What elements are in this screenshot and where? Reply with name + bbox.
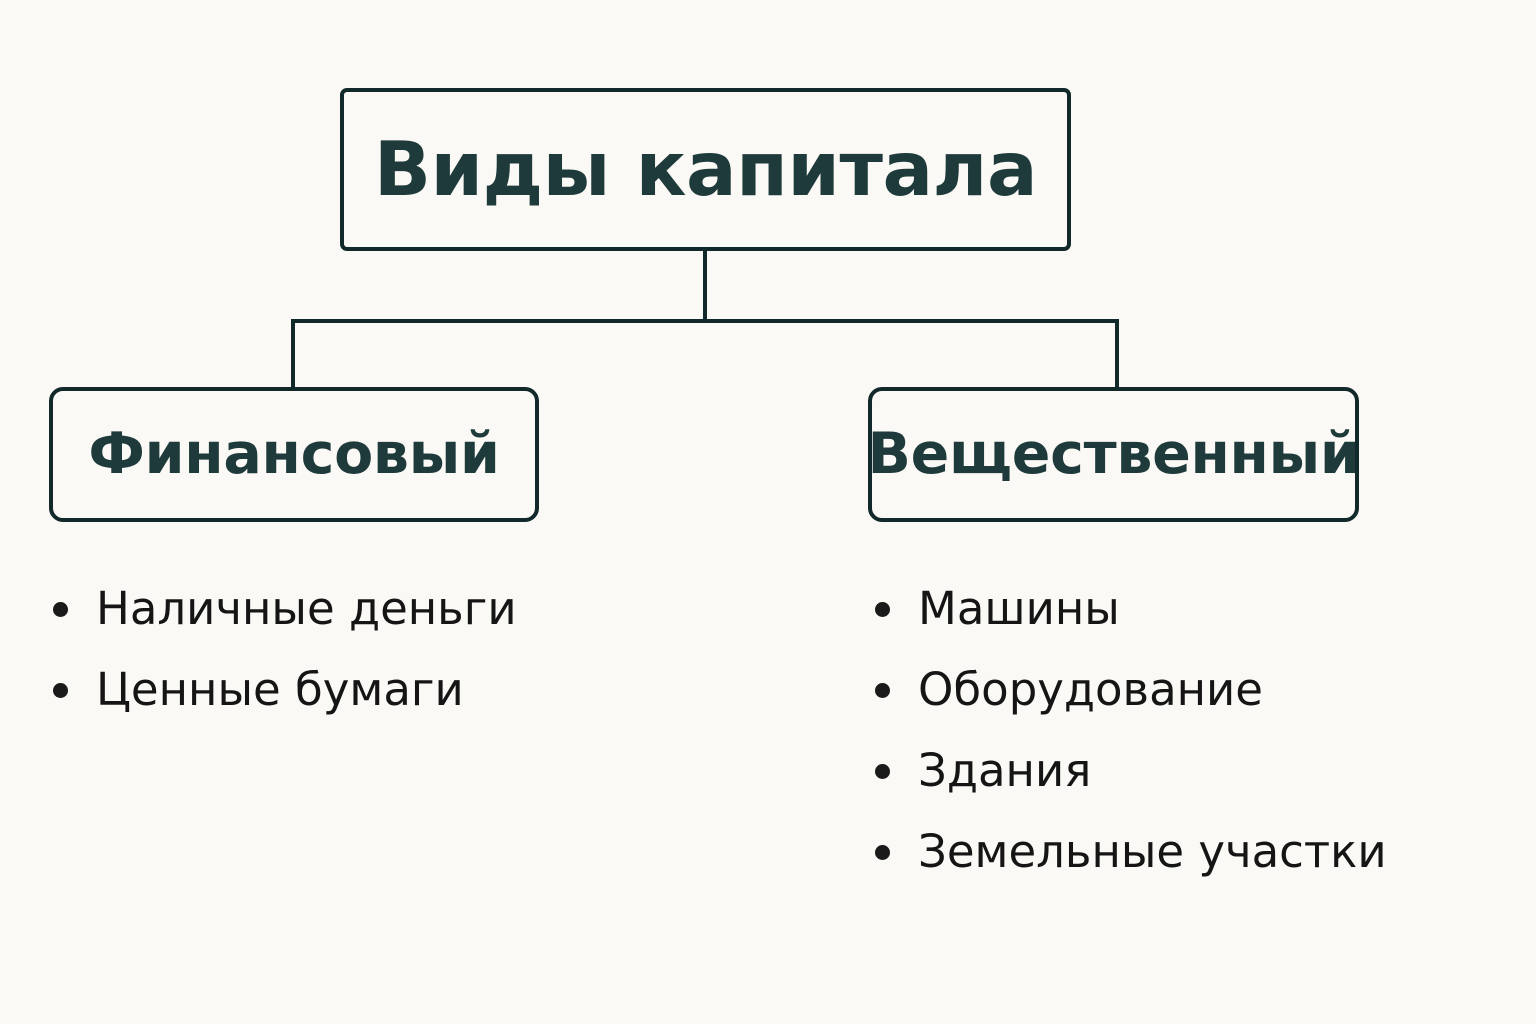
- list-item: Ценные бумаги: [44, 663, 604, 716]
- list-item-label: Наличные деньги: [96, 582, 517, 635]
- bullet-list-material: Машины Оборудование Здания Земельные уча…: [866, 582, 1486, 906]
- bullet-dot-icon: [875, 683, 890, 699]
- bullet-dot-icon: [875, 602, 890, 617]
- bullet-dot-icon: [53, 602, 68, 617]
- list-item-label: Здания: [918, 744, 1092, 798]
- list-item: Оборудование: [866, 663, 1486, 716]
- list-item: Земельные участки: [866, 825, 1486, 878]
- branch-node-material-label: Вещественный: [867, 420, 1360, 487]
- branch-node-financial-label: Финансовый: [88, 420, 500, 487]
- list-item-label: Машины: [918, 582, 1120, 635]
- list-item-label: Земельные участки: [918, 825, 1387, 879]
- list-item-label: Оборудование: [918, 663, 1263, 717]
- connector-horizontal-bar: [291, 319, 1119, 323]
- bullet-dot-icon: [53, 683, 68, 699]
- bullet-dot-icon: [875, 764, 890, 780]
- connector-drop-left: [291, 319, 295, 390]
- connector-stem: [703, 249, 707, 323]
- list-item: Наличные деньги: [44, 582, 604, 635]
- root-node-label: Виды капитала: [373, 125, 1038, 214]
- list-item-label: Ценные бумаги: [96, 663, 464, 717]
- bullet-list-financial: Наличные деньги Ценные бумаги: [44, 582, 604, 744]
- root-node: Виды капитала: [340, 88, 1071, 251]
- bullet-dot-icon: [875, 845, 890, 861]
- list-item: Здания: [866, 744, 1486, 797]
- branch-node-material: Вещественный: [867, 387, 1360, 522]
- branch-node-financial: Финансовый: [49, 387, 539, 522]
- connector-drop-right: [1115, 319, 1119, 390]
- list-item: Машины: [866, 582, 1486, 635]
